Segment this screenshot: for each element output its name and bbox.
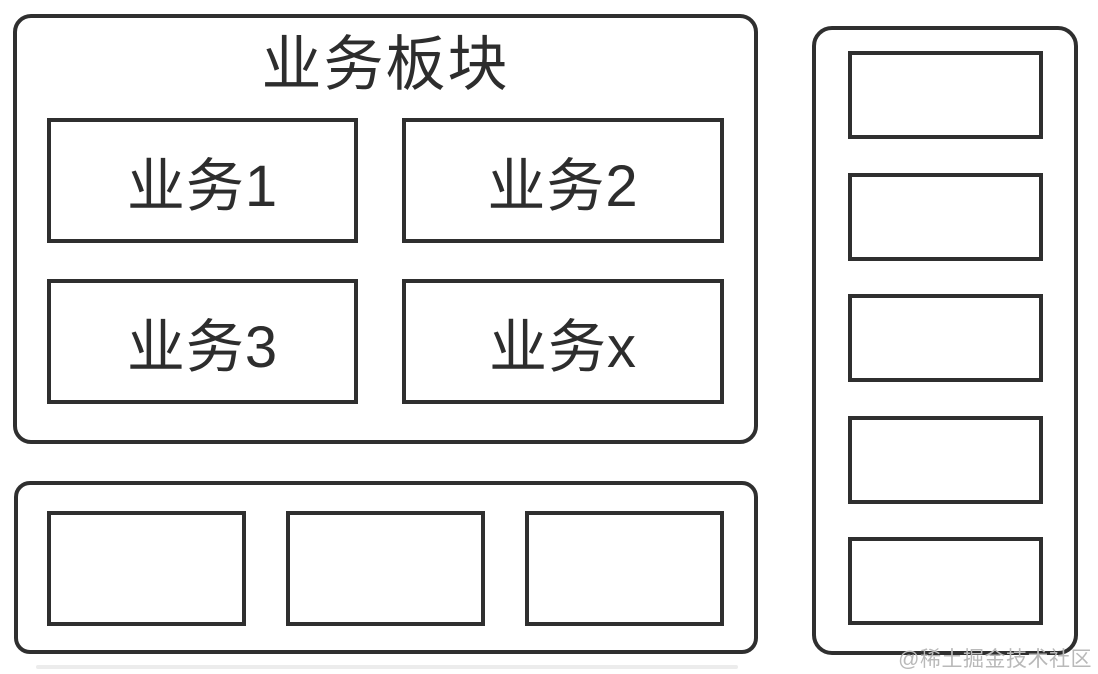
placeholder-box [847,172,1043,261]
business-box-1: 业务1 [47,118,358,243]
business-box-2: 业务2 [402,118,724,243]
business-grid: 业务1 业务2 业务3 业务x [47,118,724,404]
business-box-1-label: 业务1 [126,153,279,219]
business-box-3-label: 业务3 [126,314,279,380]
business-box-x-label: 业务x [488,314,637,380]
placeholder-box [847,537,1043,625]
business-sector-panel: 业务板块 业务1 业务2 业务3 业务x [13,14,758,444]
bottom-panel-row [47,511,724,626]
placeholder-box [525,511,724,626]
placeholder-box [286,511,485,626]
placeholder-box [847,294,1043,382]
placeholder-box [847,51,1043,139]
business-box-3: 业务3 [47,279,358,404]
right-panel [812,26,1078,655]
business-box-2-label: 业务2 [487,153,639,219]
business-panel-title: 业务板块 [261,31,510,98]
bottom-panel [14,481,758,654]
business-box-x: 业务x [402,279,724,404]
bottom-divider-line [36,665,738,669]
watermark: @稀土掘金技术社区 [898,648,1092,671]
placeholder-box [47,511,246,626]
placeholder-box [847,415,1043,504]
